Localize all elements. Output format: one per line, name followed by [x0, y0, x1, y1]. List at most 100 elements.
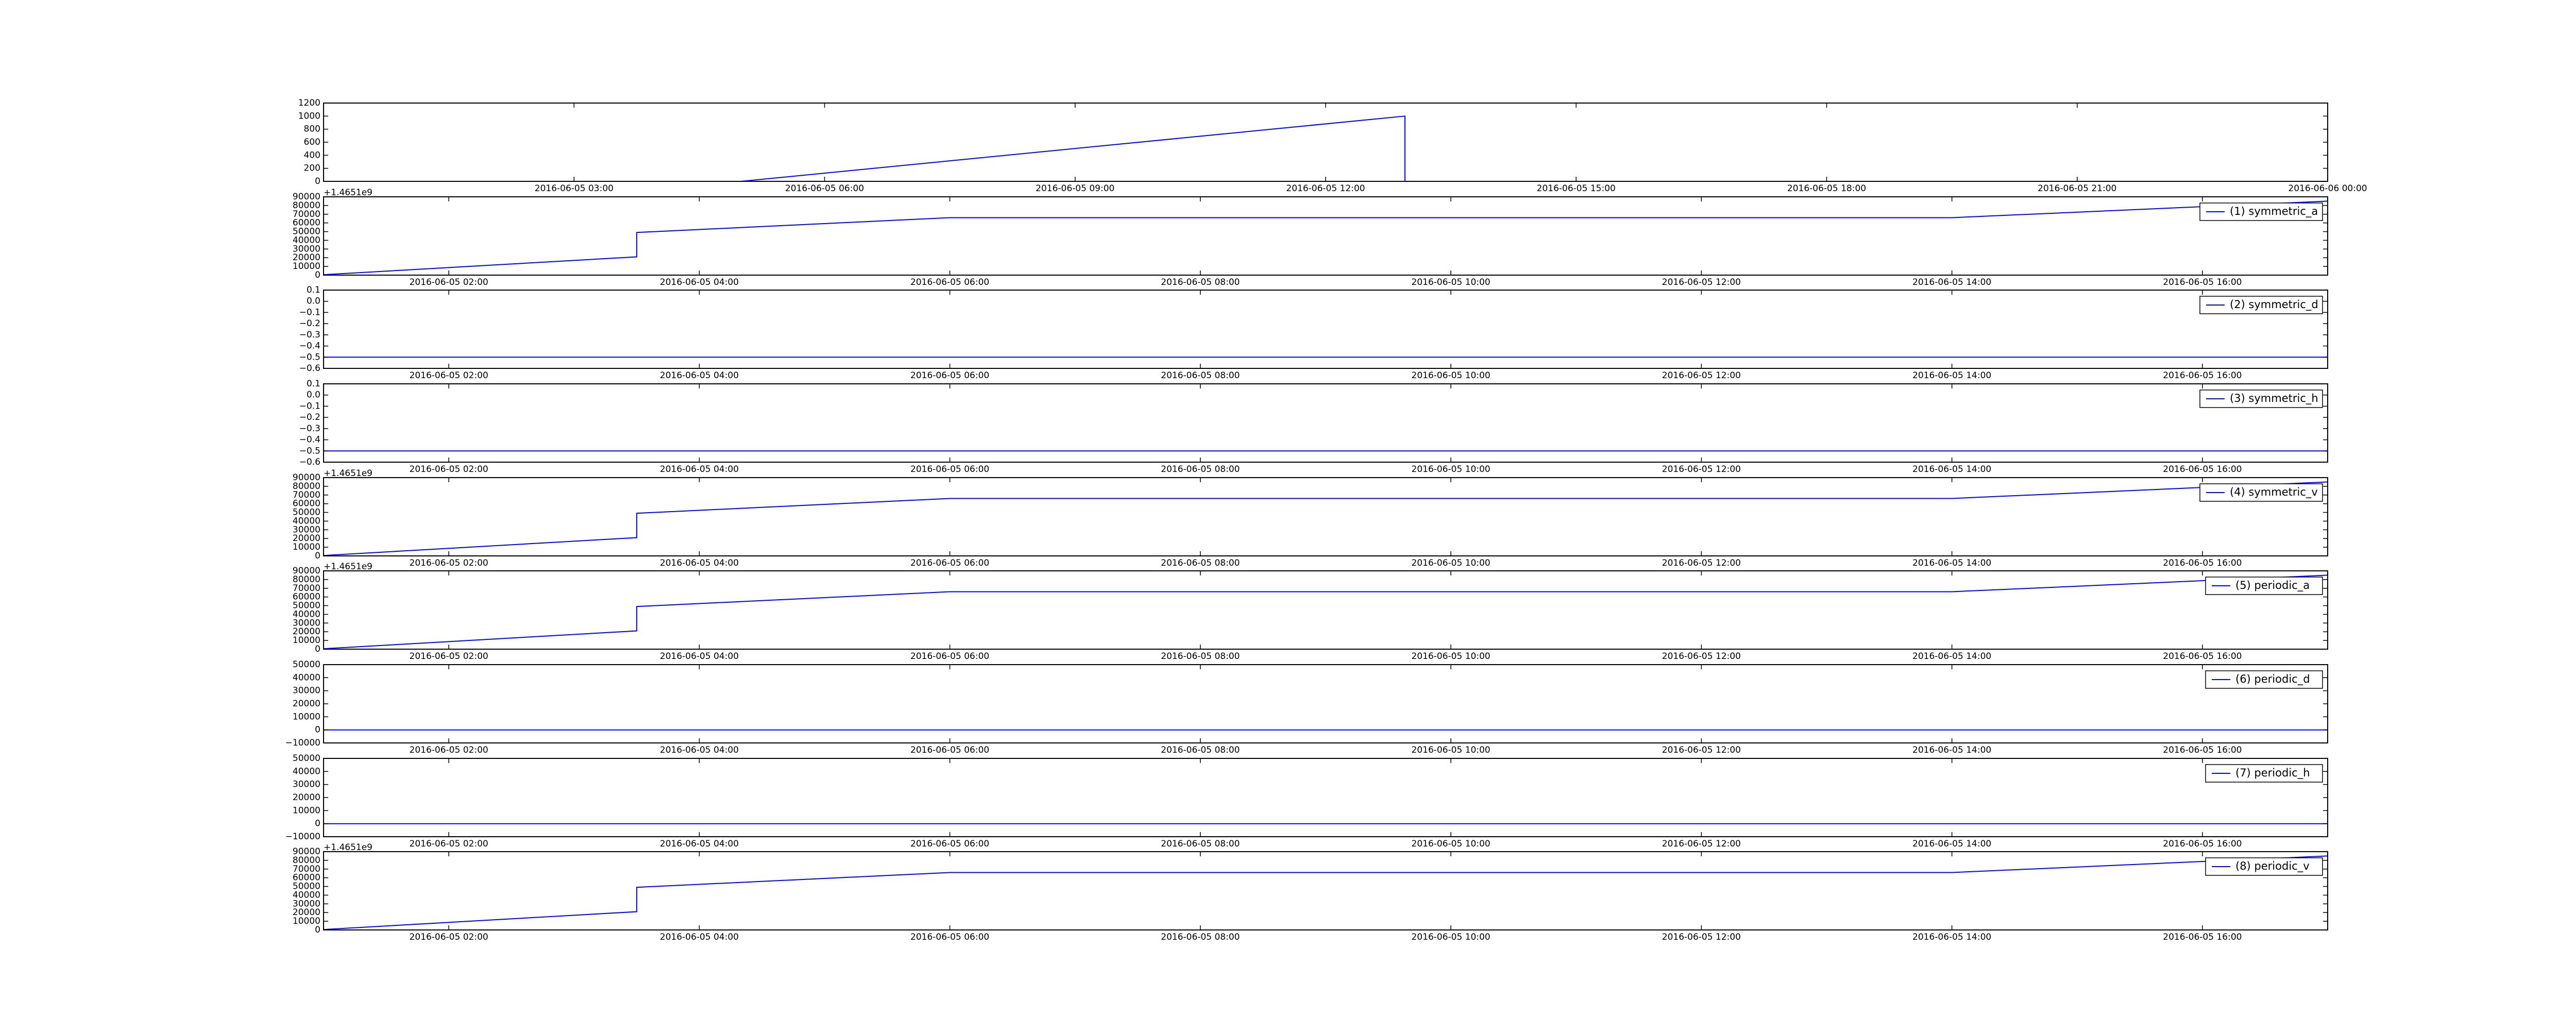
plot-frame-2 [323, 290, 2328, 369]
ytick-label: 50000 [293, 753, 320, 764]
legend-label: (3) symmetric_h [2230, 392, 2318, 405]
legend-label: (6) periodic_d [2235, 673, 2310, 686]
ytick-label: 20000 [293, 252, 320, 263]
ytick-label: 20000 [293, 533, 320, 544]
xtick-label: 2016-06-05 02:00 [410, 839, 488, 849]
ytick-label: 30000 [293, 686, 320, 696]
ytick-label: 90000 [293, 566, 320, 576]
ytick-label: −0.4 [299, 435, 320, 445]
legend-label: (4) symmetric_v [2230, 486, 2318, 499]
xtick-label: 2016-06-05 10:00 [1412, 558, 1490, 568]
y-offset-label: +1.4651e9 [324, 842, 372, 853]
ytick-label: 70000 [293, 209, 320, 219]
ytick-label: 90000 [293, 472, 320, 483]
xtick-label: 2016-06-05 16:00 [2163, 464, 2242, 475]
xtick-label: 2016-06-05 12:00 [1662, 745, 1741, 755]
legend-label: (8) periodic_v [2235, 860, 2310, 873]
series-line-4-0 [323, 481, 2328, 556]
xtick-label: 2016-06-05 14:00 [1912, 745, 1991, 755]
ytick-label: 1000 [298, 111, 320, 121]
ytick-label: −0.6 [299, 363, 320, 374]
ytick-label: 50000 [293, 227, 320, 237]
xtick-label: 2016-06-05 12:00 [1662, 464, 1741, 475]
xtick-label: 2016-06-05 14:00 [1912, 277, 1991, 287]
ytick-label: 40000 [293, 516, 320, 526]
plot-frame-3 [323, 383, 2328, 463]
ytick-label: −10000 [285, 738, 320, 748]
xtick-label: 2016-06-05 06:00 [910, 932, 989, 942]
xtick-label: 2016-06-05 02:00 [410, 651, 488, 662]
ytick-label: −0.2 [299, 318, 320, 329]
plot-frame-7 [323, 758, 2328, 837]
legend-box [2199, 202, 2323, 221]
ytick-label: 50000 [293, 601, 320, 611]
xtick-label: 2016-06-05 04:00 [660, 370, 739, 381]
xtick-label: 2016-06-05 16:00 [2163, 558, 2242, 568]
plot-frame-5 [323, 570, 2328, 650]
ytick-label: 10000 [293, 542, 320, 552]
xtick-label: 2016-06-05 10:00 [1412, 464, 1490, 475]
chart-panel-1: 0100002000030000400005000060000700008000… [293, 188, 2328, 287]
ytick-label: −10000 [285, 832, 320, 842]
xtick-label: 2016-06-05 06:00 [910, 745, 989, 755]
ytick-label: 10000 [293, 261, 320, 272]
ytick-label: 10000 [293, 805, 320, 816]
xtick-label: 2016-06-05 02:00 [410, 745, 488, 755]
xtick-label: 2016-06-05 16:00 [2163, 839, 2242, 849]
ytick-label: 60000 [293, 592, 320, 602]
xtick-label: 2016-06-05 10:00 [1412, 745, 1490, 755]
chart-panel-2: −0.6−0.5−0.4−0.3−0.2−0.10.00.12016-06-05… [299, 285, 2328, 381]
xtick-label: 2016-06-05 04:00 [660, 932, 739, 942]
xtick-label: 2016-06-05 16:00 [2163, 370, 2242, 381]
xtick-label: 2016-06-05 04:00 [660, 651, 739, 662]
xtick-label: 2016-06-05 04:00 [660, 464, 739, 475]
ytick-label: 40000 [293, 672, 320, 683]
legend-label: (2) symmetric_d [2230, 298, 2318, 311]
xtick-label: 2016-06-05 06:00 [785, 183, 864, 194]
xtick-label: 2016-06-05 12:00 [1286, 183, 1365, 194]
xtick-label: 2016-06-05 04:00 [660, 558, 739, 568]
ytick-label: −0.6 [299, 457, 320, 467]
plot-frame-6 [323, 664, 2328, 743]
xtick-label: 2016-06-05 14:00 [1912, 651, 1991, 662]
xtick-label: 2016-06-05 12:00 [1662, 277, 1741, 287]
xtick-label: 2016-06-05 04:00 [660, 277, 739, 287]
ytick-label: −0.2 [299, 412, 320, 422]
ytick-label: −0.1 [299, 307, 320, 317]
chart-panel-6: −10000010000200003000040000500002016-06-… [285, 659, 2328, 755]
ytick-label: 30000 [293, 899, 320, 909]
xtick-label: 2016-06-05 18:00 [1787, 183, 1866, 194]
ytick-label: 20000 [293, 699, 320, 709]
xtick-label: 2016-06-05 14:00 [1912, 370, 1991, 381]
xtick-label: 2016-06-05 21:00 [2038, 183, 2116, 194]
xtick-label: 2016-06-05 06:00 [910, 464, 989, 475]
xtick-label: 2016-06-05 12:00 [1662, 651, 1741, 662]
ytick-label: 90000 [293, 192, 320, 202]
xtick-label: 2016-06-05 04:00 [660, 745, 739, 755]
ytick-label: 0.0 [307, 296, 320, 307]
xtick-label: 2016-06-05 04:00 [660, 839, 739, 849]
ytick-label: −0.4 [299, 341, 320, 351]
ytick-label: 50000 [293, 659, 320, 670]
xtick-label: 2016-06-05 02:00 [410, 932, 488, 942]
xtick-label: 2016-06-05 10:00 [1412, 839, 1490, 849]
xtick-label: 2016-06-05 08:00 [1161, 839, 1240, 849]
ytick-label: 0 [315, 819, 320, 829]
ytick-label: 60000 [293, 873, 320, 883]
xtick-label: 2016-06-05 06:00 [910, 651, 989, 662]
ytick-label: 0.0 [307, 390, 320, 400]
chart-panel-8: 0100002000030000400005000060000700008000… [293, 842, 2328, 942]
plot-frame-4 [323, 477, 2328, 556]
ytick-label: 30000 [293, 524, 320, 535]
xtick-label: 2016-06-05 16:00 [2163, 651, 2242, 662]
ytick-label: 80000 [293, 200, 320, 211]
xtick-label: 2016-06-05 06:00 [910, 370, 989, 381]
xtick-label: 2016-06-05 16:00 [2163, 277, 2242, 287]
xtick-label: 2016-06-05 09:00 [1036, 183, 1114, 194]
xtick-label: 2016-06-05 15:00 [1537, 183, 1616, 194]
xtick-label: 2016-06-05 08:00 [1161, 370, 1240, 381]
ytick-label: 90000 [293, 846, 320, 857]
plot-frame-8 [323, 851, 2328, 930]
ytick-label: 50000 [293, 507, 320, 518]
